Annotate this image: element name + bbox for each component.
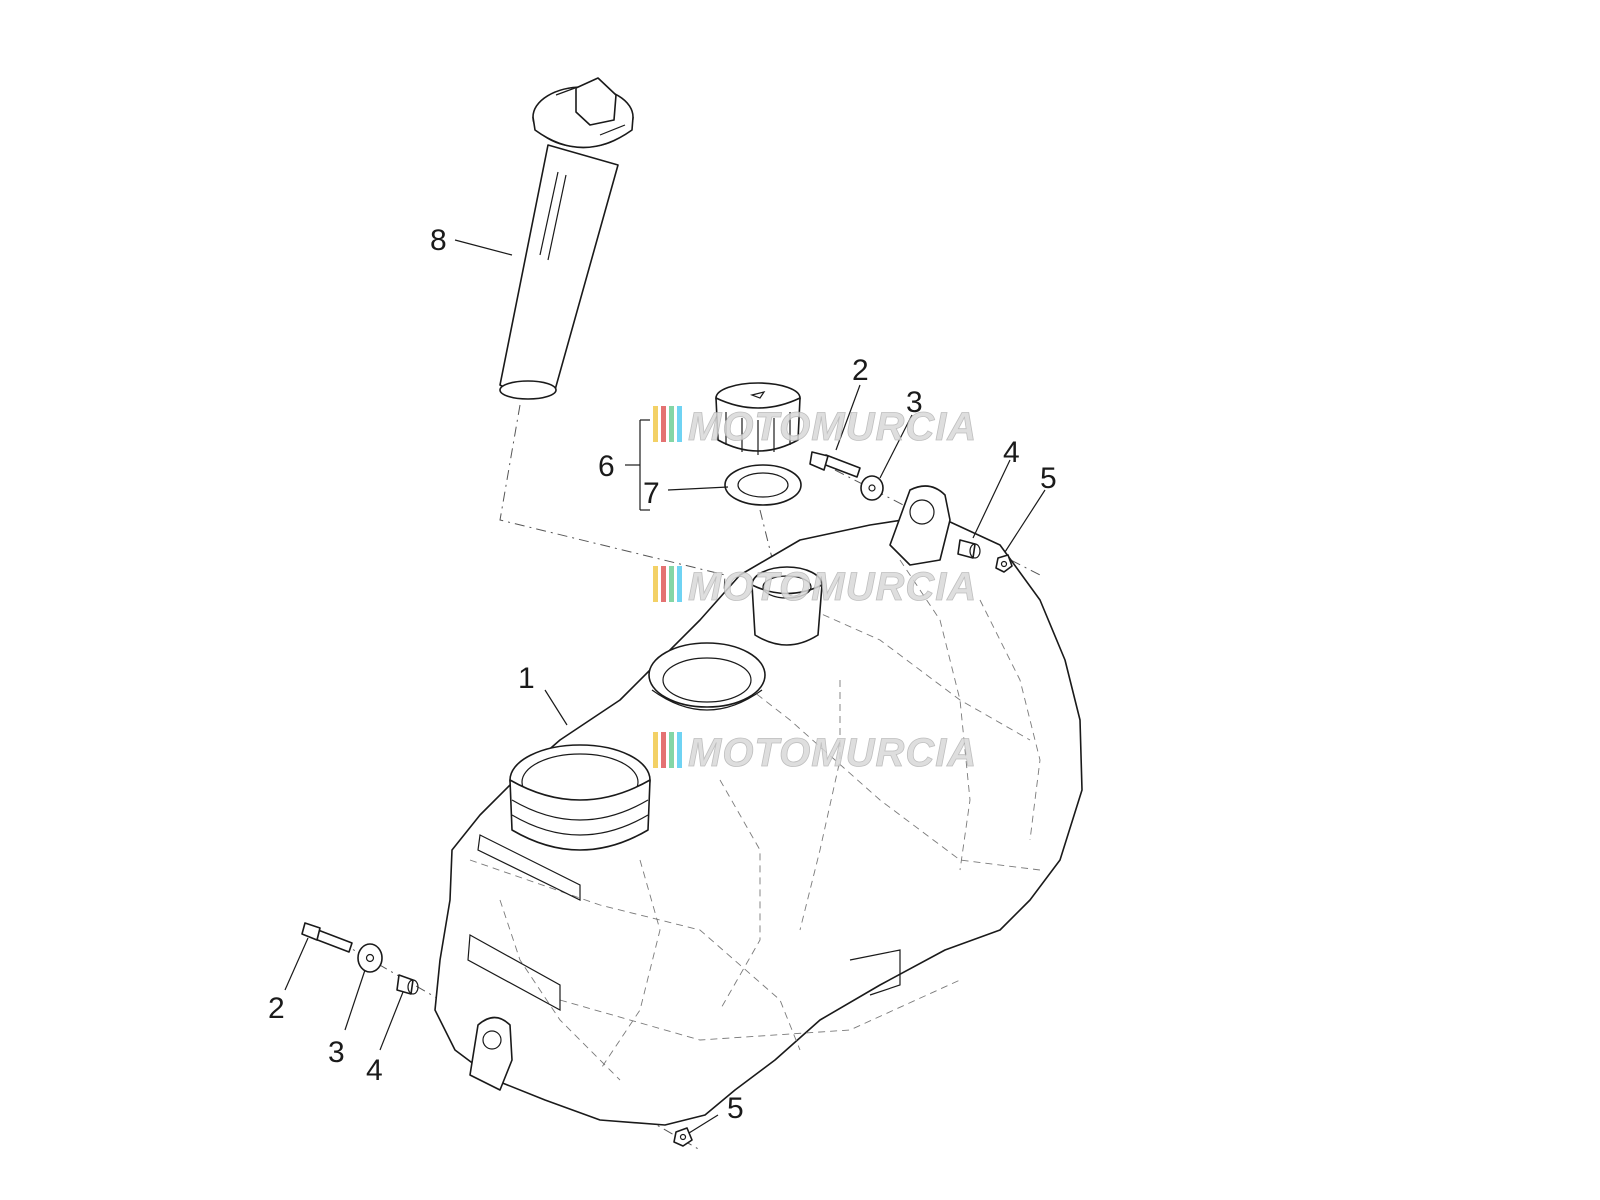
callout-numbers: 1 2 3 4 5 6 7 8 2 3 4 5 [268,224,1057,1125]
watermark-middle: MOTOMURCIA [653,565,977,609]
watermark-stripe [669,406,674,442]
watermark-stripe [653,732,658,768]
callout-bolt-lower: 2 [268,992,285,1025]
watermark-stripe [661,566,666,602]
watermark-stripe [677,732,682,768]
leader-lines [284,239,1046,1134]
fuel-level-sensor [499,77,634,400]
lower-mounting-hardware [301,922,693,1147]
callout-nut-lower: 5 [727,1092,744,1125]
callout-washer-lower: 3 [328,1036,345,1069]
callout-spacer-lower: 4 [366,1054,383,1087]
fuel-cap [715,382,801,455]
upper-mounting-hardware [809,451,1013,573]
watermark-stripe [669,732,674,768]
watermark-bottom: MOTOMURCIA [653,731,977,775]
watermark-stripe [677,566,682,602]
watermark-stripe [661,732,666,768]
fuel-tank [434,485,1083,1126]
callout-gasket: 7 [643,477,660,510]
watermark-stripe [669,566,674,602]
callout-tank: 1 [518,662,535,695]
callout-cap-assembly: 6 [598,450,615,483]
watermark-stripe [677,406,682,442]
watermark-text: MOTOMURCIA [688,565,977,609]
callout-washer-upper: 3 [906,386,923,419]
watermark-top: MOTOMURCIA [653,405,977,449]
watermark-text: MOTOMURCIA [688,405,977,449]
watermark-stripe [653,406,658,442]
cap-gasket [724,464,802,506]
callout-spacer-upper: 4 [1003,436,1020,469]
callout-bolt-upper: 2 [852,354,869,387]
watermark-text: MOTOMURCIA [688,731,977,775]
watermark-stripe [661,406,666,442]
callout-level-sensor: 8 [430,224,447,257]
watermark-stripe [653,566,658,602]
callout-nut-upper: 5 [1040,462,1057,495]
